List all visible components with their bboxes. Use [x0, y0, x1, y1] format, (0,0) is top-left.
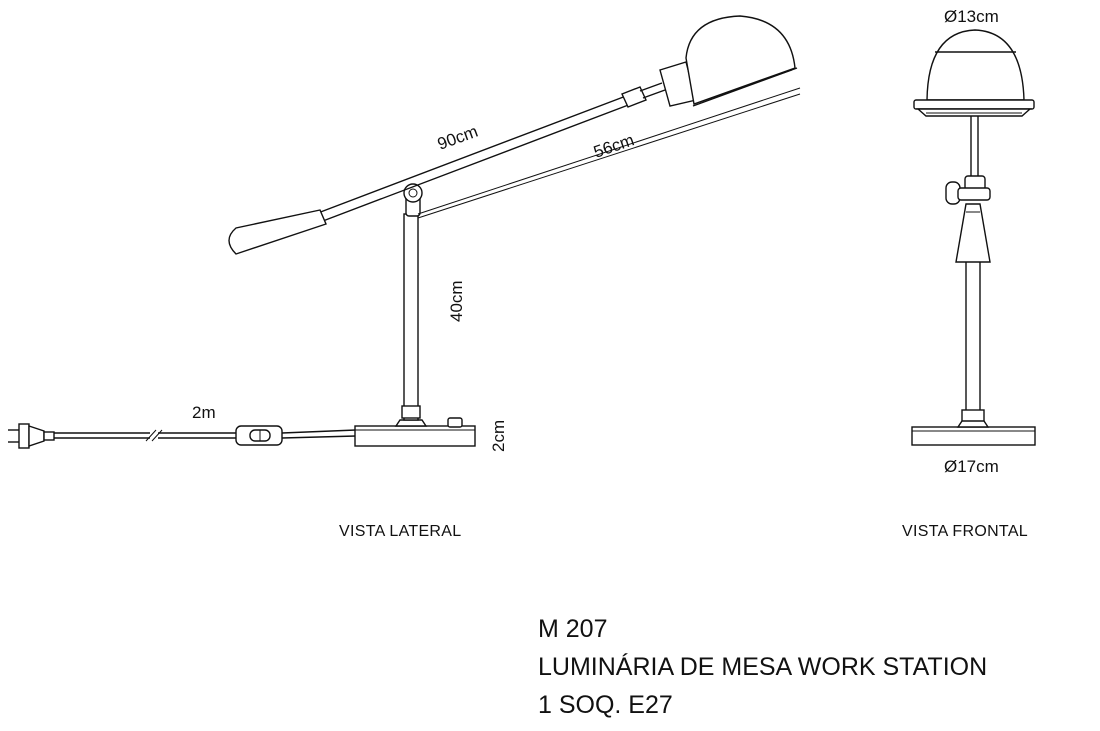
product-socket: 1 SOQ. E27 [538, 691, 673, 719]
front-view-label: VISTA FRONTAL [902, 523, 1028, 540]
plug-icon [8, 423, 55, 449]
power-cable [54, 429, 357, 442]
cord-switch [235, 425, 283, 446]
side-base [354, 417, 476, 447]
front-shade [913, 29, 1035, 117]
front-view: Ø13cm Ø17cm VISTA FRONTAL [902, 7, 1036, 540]
front-column [961, 116, 986, 423]
product-code: M 207 [538, 615, 608, 643]
base-height-label: 2cm [489, 420, 508, 452]
product-name: LUMINÁRIA DE MESA WORK STATION [538, 653, 988, 681]
cable-length-label: 2m [192, 403, 216, 422]
front-base [911, 420, 1036, 446]
side-view-label: VISTA LATERAL [339, 523, 461, 540]
reach-label: 56cm [591, 130, 636, 162]
front-pivot-knob [945, 181, 991, 263]
arm-length-label: 90cm [435, 122, 481, 154]
reach-dimension-line [417, 87, 801, 215]
side-shade [659, 15, 798, 107]
base-diameter-label: Ø17cm [944, 457, 999, 476]
height-label: 40cm [447, 280, 466, 322]
shade-diameter-label: Ø13cm [944, 7, 999, 26]
side-column [401, 213, 421, 421]
side-view: 90cm 56cm 40cm 2m 2cm VISTA LATERAL [8, 15, 801, 540]
side-arm [228, 82, 666, 255]
